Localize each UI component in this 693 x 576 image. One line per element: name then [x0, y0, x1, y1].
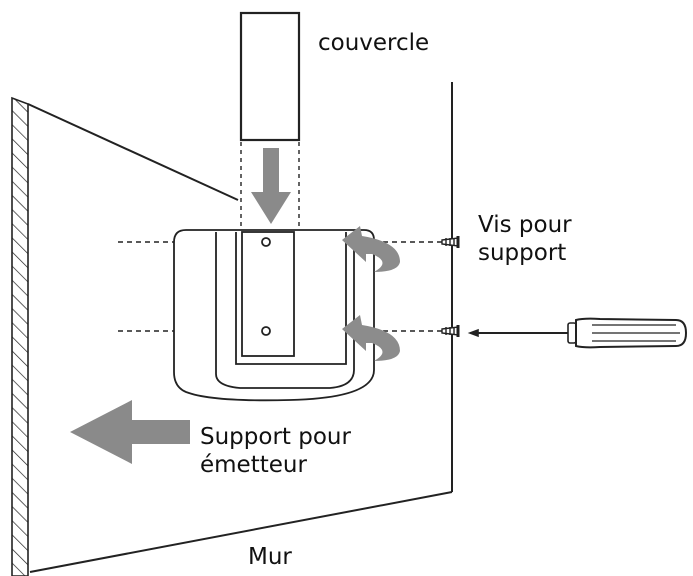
cover-guide-lines: [240, 142, 300, 230]
screw-icon: [441, 236, 460, 337]
arrow-left-icon: [70, 400, 190, 464]
label-holder-line2: émetteur: [200, 452, 307, 478]
screwdriver-icon: [467, 317, 688, 349]
cover-block: [239, 11, 301, 142]
label-wall: Mur: [248, 544, 292, 570]
transmitter-holder: [173, 229, 375, 402]
curved-arrow-icon: [342, 226, 400, 361]
arrow-down-icon: [251, 148, 291, 224]
label-holder-line1: Support pour: [200, 424, 351, 450]
wall-plane: [27, 82, 453, 573]
hatched-wall: [11, 96, 29, 576]
label-cover: couvercle: [318, 30, 430, 56]
label-screws-line1: Vis pour: [478, 212, 572, 238]
label-screws-line2: support: [478, 240, 567, 266]
